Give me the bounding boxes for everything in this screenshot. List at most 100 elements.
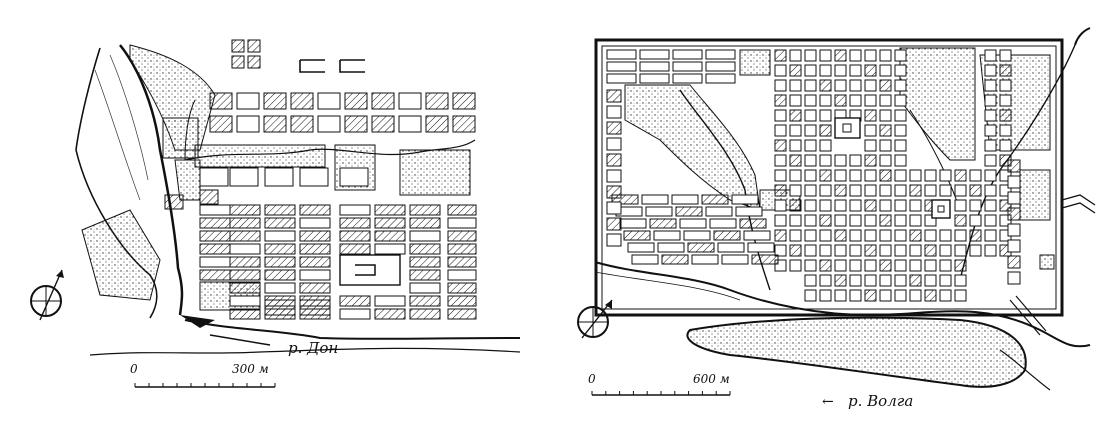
scale-start: 0 <box>588 372 596 386</box>
city-block <box>894 229 907 242</box>
city-block <box>849 184 862 197</box>
city-block <box>999 124 1012 137</box>
city-block <box>789 199 802 212</box>
city-block <box>1007 271 1021 285</box>
central-square <box>834 117 861 139</box>
city-block <box>804 199 817 212</box>
city-block <box>984 184 997 197</box>
city-block <box>984 94 997 107</box>
city-block <box>894 109 907 122</box>
city-block <box>909 229 922 242</box>
city-block <box>409 256 441 268</box>
city-block <box>672 49 703 60</box>
city-block <box>671 194 699 205</box>
city-block <box>789 169 802 182</box>
city-block <box>939 289 952 302</box>
city-block <box>713 230 741 241</box>
city-block <box>398 92 422 110</box>
city-block <box>299 167 329 187</box>
city-block <box>894 274 907 287</box>
city-block <box>984 124 997 137</box>
city-block <box>409 204 441 216</box>
city-block <box>909 199 922 212</box>
city-block <box>339 243 371 255</box>
city-block <box>452 92 476 110</box>
city-block <box>894 124 907 137</box>
city-block <box>164 194 184 210</box>
city-block <box>849 94 862 107</box>
main-blocks <box>606 49 1021 302</box>
scale-end: 300 м <box>232 362 269 376</box>
city-block <box>819 94 832 107</box>
city-block <box>774 124 787 137</box>
left-map: р. Дон 0 300 м <box>30 39 521 388</box>
city-block <box>879 139 892 152</box>
city-block <box>879 289 892 302</box>
city-block <box>804 94 817 107</box>
city-block <box>409 308 441 320</box>
city-block <box>645 206 673 217</box>
city-block <box>879 49 892 62</box>
city-block <box>339 308 371 320</box>
city-block <box>864 289 877 302</box>
city-block <box>924 169 937 182</box>
city-block <box>819 229 832 242</box>
city-block <box>804 274 817 287</box>
city-block <box>339 217 371 229</box>
city-block <box>672 73 703 84</box>
city-block <box>199 230 231 242</box>
city-block <box>849 199 862 212</box>
city-block <box>661 254 689 265</box>
city-block <box>374 295 406 307</box>
city-block <box>849 274 862 287</box>
city-block <box>229 204 261 216</box>
city-block <box>999 109 1012 122</box>
city-block <box>939 259 952 272</box>
city-block <box>199 269 231 281</box>
city-block <box>804 64 817 77</box>
city-block <box>849 169 862 182</box>
city-block <box>263 115 287 133</box>
city-block <box>447 204 477 216</box>
city-block <box>864 199 877 212</box>
city-block <box>299 299 331 316</box>
compass-icon <box>577 299 613 339</box>
terrain-west <box>624 84 761 211</box>
fortress-square <box>231 39 261 69</box>
city-block <box>909 244 922 257</box>
city-block <box>864 244 877 257</box>
city-block <box>229 167 259 187</box>
city-block <box>299 282 331 294</box>
city-block <box>864 94 877 107</box>
city-block <box>909 214 922 227</box>
city-block <box>819 259 832 272</box>
flow-arrow-icon: ← <box>822 394 834 410</box>
city-block <box>879 64 892 77</box>
city-block <box>606 201 622 215</box>
city-block <box>425 115 449 133</box>
city-block <box>849 214 862 227</box>
city-block <box>735 206 763 217</box>
city-block <box>954 259 967 272</box>
city-block <box>317 92 341 110</box>
city-block <box>909 184 922 197</box>
city-block <box>374 243 406 255</box>
right-map: ← р. Волга 0 600 м <box>577 27 1096 410</box>
city-block <box>999 49 1012 62</box>
city-block <box>969 229 982 242</box>
city-block <box>1007 239 1021 253</box>
city-block <box>339 295 371 307</box>
city-block <box>299 243 331 255</box>
city-block <box>264 167 294 187</box>
city-block <box>954 274 967 287</box>
city-block <box>849 64 862 77</box>
city-block <box>819 79 832 92</box>
terrain-north <box>899 47 976 161</box>
city-block <box>339 230 371 242</box>
city-block <box>879 214 892 227</box>
city-block <box>789 229 802 242</box>
city-block <box>819 64 832 77</box>
city-block <box>774 184 787 197</box>
city-block <box>984 64 997 77</box>
